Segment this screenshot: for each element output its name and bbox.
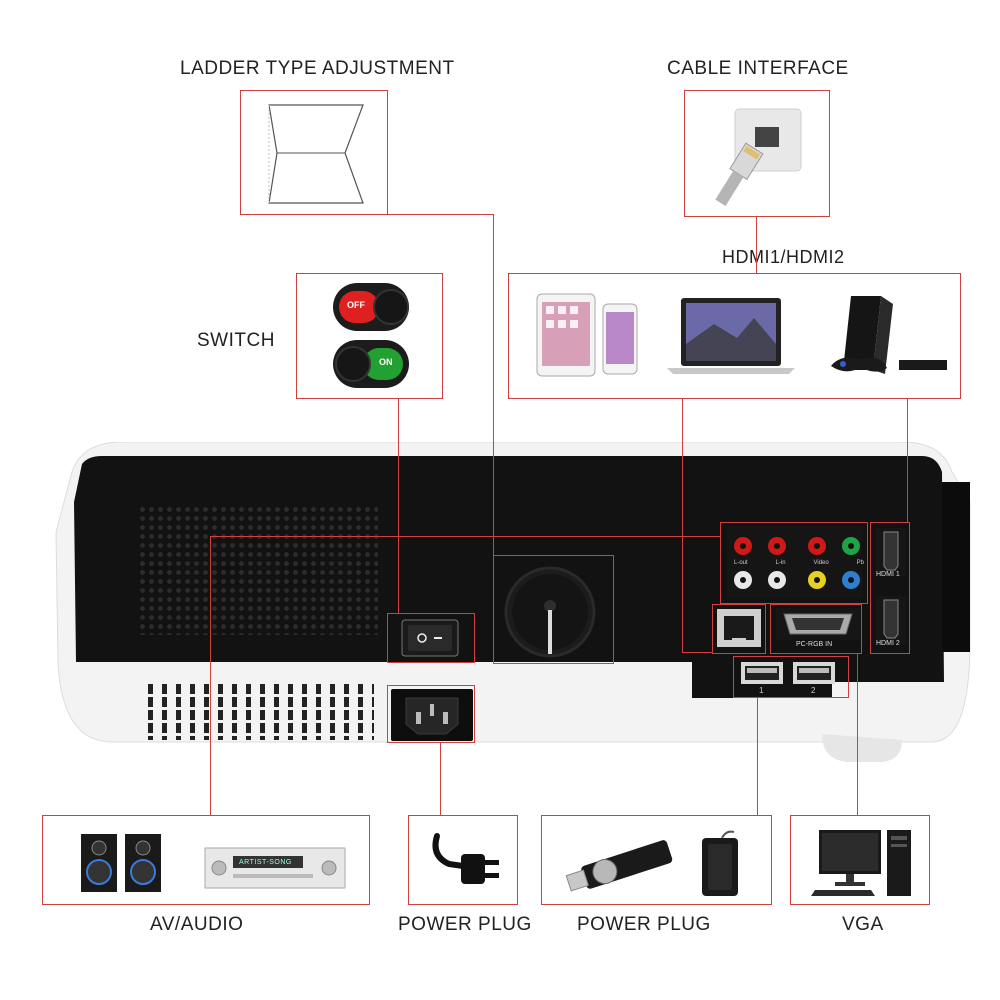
- usb-devices-box: [541, 815, 772, 905]
- power-plug-label-1: POWER PLUG: [398, 914, 532, 935]
- usb-flash-drive-icon: [565, 840, 673, 892]
- hdmi1-port[interactable]: [876, 528, 906, 576]
- av-port-label: Pb: [856, 560, 864, 566]
- usb-connector: [757, 697, 758, 815]
- usb1-label: 1: [759, 686, 764, 695]
- vga-highlight: [770, 604, 862, 654]
- keystone-icon: [268, 104, 364, 204]
- switch-on-text: ON: [379, 357, 393, 367]
- usb-port-1[interactable]: [741, 662, 783, 684]
- av-rca-panel: [727, 526, 863, 598]
- av-port-label: L-out: [734, 560, 748, 566]
- vent-grille-dots: [138, 505, 378, 635]
- hdmi-right-connector: [907, 398, 908, 522]
- switch-on-toggle: ON: [333, 340, 409, 388]
- desktop-computer-icon: [811, 830, 911, 896]
- av-connector-v: [210, 536, 211, 815]
- ac-power-inlet[interactable]: [390, 688, 474, 742]
- av-port-label: Video: [813, 560, 829, 566]
- switch-off-text: OFF: [347, 300, 365, 310]
- usb-highlight: [733, 656, 849, 698]
- hdmi2-port[interactable]: [876, 596, 906, 644]
- phone-icon: [602, 303, 638, 375]
- switch-highlight: [387, 613, 475, 663]
- cable-box: [684, 90, 830, 217]
- receiver-display-text: ARTIST-SONG: [239, 859, 292, 866]
- usb-port-2[interactable]: [793, 662, 835, 684]
- power-plug-box: [408, 815, 518, 905]
- av-port-labels: L-out L-in Video Pb: [734, 560, 864, 566]
- hdmi-highlight: [870, 522, 910, 654]
- switch-off-toggle: OFF: [333, 283, 409, 331]
- vga-port[interactable]: [776, 608, 860, 640]
- ac-highlight: [387, 685, 475, 743]
- ladder-label: LADDER TYPE ADJUSTMENT: [180, 58, 455, 79]
- usb2-label: 2: [811, 686, 816, 695]
- hdmi2-port-label: HDMI 2: [876, 640, 900, 647]
- speaker-icon: [81, 834, 161, 892]
- hdmi1-port-label: HDMI 1: [876, 571, 900, 578]
- hdmi-label: HDMI1/HDMI2: [722, 247, 845, 267]
- keystone-knob[interactable]: [500, 560, 600, 660]
- rj45-port[interactable]: [716, 608, 762, 648]
- power-plug-icon: [432, 833, 499, 884]
- ladder-connector-v: [493, 214, 494, 556]
- vga-label: VGA: [842, 914, 884, 935]
- vga-connector: [857, 653, 858, 815]
- cable-interface-label: CABLE INTERFACE: [667, 58, 849, 79]
- vent-slots: [148, 684, 374, 740]
- ladder-connector-h: [314, 214, 494, 215]
- switch-box: OFF ON: [296, 273, 443, 399]
- external-hard-drive-icon: [702, 830, 738, 896]
- tablet-icon: [536, 293, 596, 377]
- power-connector: [440, 742, 441, 815]
- av-audio-box: ARTIST-SONG: [42, 815, 370, 905]
- switch-label: SWITCH: [197, 330, 275, 351]
- hdmi-top-connector: [756, 216, 757, 274]
- switch-connector: [398, 398, 399, 614]
- rj45-highlight: [712, 604, 766, 654]
- pc-rgb-label: PC-RGB IN: [796, 641, 833, 648]
- game-console-icon: [831, 296, 947, 374]
- laptop-icon: [667, 298, 795, 374]
- body-power-switch[interactable]: [400, 618, 460, 658]
- cable-connector-h: [682, 652, 713, 653]
- av-receiver-icon: [204, 847, 346, 889]
- ladder-box: [240, 90, 388, 215]
- av-highlight: [720, 522, 868, 604]
- av-port-label: L-in: [775, 560, 786, 566]
- power-plug-label-2: POWER PLUG: [577, 914, 711, 935]
- vga-box: [790, 815, 930, 905]
- cable-connector-v: [682, 398, 683, 652]
- ethernet-cable-icon: [715, 108, 802, 206]
- hdmi-devices-box: [508, 273, 961, 399]
- knob-highlight: [493, 555, 614, 664]
- av-audio-label: AV/AUDIO: [150, 914, 244, 935]
- av-connector-h: [210, 536, 720, 537]
